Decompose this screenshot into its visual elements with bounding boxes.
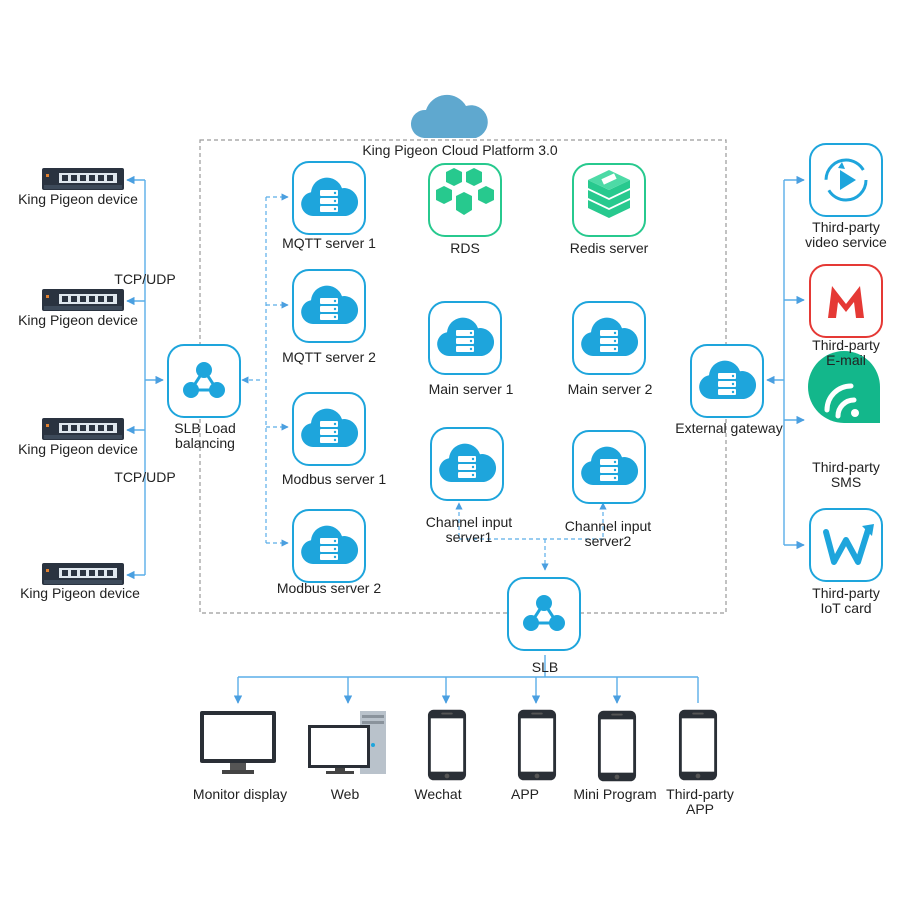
client-mini-program-label: Mini Program <box>573 786 657 802</box>
third-party-sms-label: Third-party SMS <box>796 460 896 490</box>
channel-slb-links <box>455 502 607 571</box>
email-m-icon <box>828 286 864 318</box>
phone-icon <box>678 709 718 781</box>
protocol-label: TCP/UDP <box>114 469 176 485</box>
third-app-line1: Third-party <box>666 786 734 802</box>
main-server-1-label: Main server 1 <box>428 381 514 397</box>
video-line2: video service <box>805 234 887 250</box>
main-server-2-label: Main server 2 <box>567 381 653 397</box>
phone-icon <box>597 710 637 782</box>
client-monitor-display-label: Monitor display <box>192 786 288 802</box>
sms-wifi-icon <box>808 351 880 423</box>
mqtt-server-1-label: MQTT server 1 <box>282 235 376 251</box>
modbus-server-2-label: Modbus server 2 <box>276 580 382 596</box>
iot-card-w-icon <box>823 524 874 565</box>
device-label: King Pigeon device <box>20 585 140 601</box>
email-line2: E-mail <box>826 352 866 368</box>
sms-line2: SMS <box>830 474 862 490</box>
external-gateway-label: External gateway <box>675 420 783 436</box>
node-boxes <box>167 143 883 651</box>
switch-device-icon <box>42 289 124 311</box>
gateway-links <box>766 175 805 550</box>
third-party-iot-label: Third-party IoT card <box>796 586 896 616</box>
slb-bottom-label: SLB <box>531 659 559 675</box>
cloud-icon <box>410 94 488 138</box>
protocol-label: TCP/UDP <box>114 271 176 287</box>
switch-device-icon <box>42 563 124 585</box>
channel-input-server-2-label: Channel input server2 <box>554 519 662 549</box>
mqtt-server-2-label: MQTT server 2 <box>282 349 376 365</box>
device-label: King Pigeon device <box>18 312 138 328</box>
slb-server-links <box>241 193 289 547</box>
rds-icon <box>436 168 494 215</box>
modbus-server-1-label: Modbus server 1 <box>281 471 387 487</box>
client-web-label: Web <box>330 786 360 802</box>
third-party-video-label: Third-party video service <box>796 220 896 250</box>
channel-2-line1: Channel input <box>564 518 652 534</box>
rds-label: RDS <box>450 240 480 256</box>
slb-load-balancing-label: SLB Load balancing <box>160 421 250 451</box>
channel-1-line1: Channel input <box>425 514 513 530</box>
iot-line1: Third-party <box>812 585 880 601</box>
device-label: King Pigeon device <box>18 191 138 207</box>
client-app-label: APP <box>510 786 539 802</box>
channel-1-line2: server1 <box>445 529 493 545</box>
device-label: King Pigeon device <box>18 441 138 457</box>
sms-line1: Third-party <box>812 459 880 475</box>
switch-device-icon <box>42 418 124 440</box>
platform-frame <box>199 139 727 614</box>
slb-label-line1: SLB Load <box>174 420 236 436</box>
desktop-computer-icon <box>308 711 386 774</box>
device-bus <box>126 175 164 580</box>
phone-icon <box>517 709 557 781</box>
platform-title: King Pigeon Cloud Platform 3.0 <box>362 142 558 158</box>
monitor-icon <box>200 711 276 774</box>
video-service-icon <box>824 158 868 202</box>
client-bus <box>233 655 699 704</box>
channel-input-server-1-label: Channel input server1 <box>415 515 523 545</box>
phone-icon <box>427 709 467 781</box>
email-line1: Third-party <box>812 337 880 353</box>
redis-icon <box>588 170 630 218</box>
slb-label-line2: balancing <box>175 435 235 451</box>
switch-device-icon <box>42 168 124 190</box>
video-line1: Third-party <box>812 219 880 235</box>
client-third-party-app-label: Third-party APP <box>655 787 745 817</box>
third-app-line2: APP <box>685 801 714 817</box>
redis-server-label: Redis server <box>569 240 649 256</box>
client-wechat-label: Wechat <box>414 786 462 802</box>
channel-2-line2: server2 <box>584 533 632 549</box>
iot-line2: IoT card <box>820 600 872 616</box>
third-party-email-label: Third-party E-mail <box>796 338 896 368</box>
